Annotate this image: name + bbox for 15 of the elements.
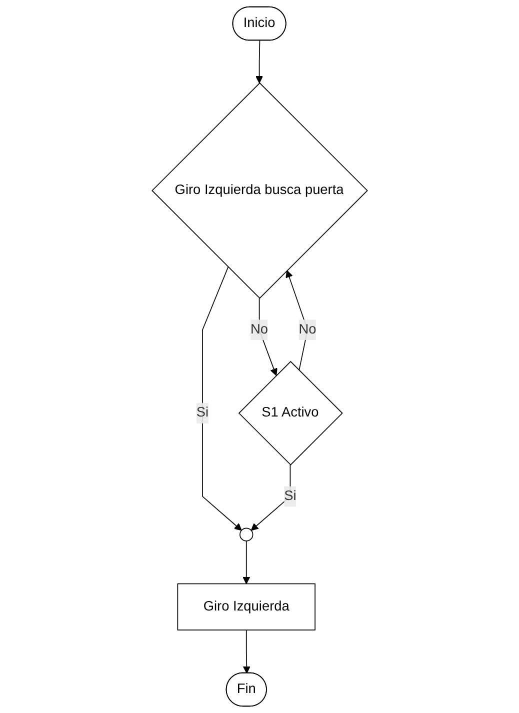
node-diamond: S1 Activo [238, 360, 343, 466]
edge-label: Si [196, 405, 208, 420]
edge-label: No [298, 322, 316, 337]
node-diamond: Giro Izquierda busca puerta [151, 82, 368, 299]
edge-label: Si [284, 488, 296, 504]
arrow [242, 540, 250, 584]
edge-label: No [250, 322, 268, 337]
node-box: Giro Izquierda [177, 583, 316, 630]
arrow [242, 630, 250, 674]
arrow [258, 298, 278, 376]
arrow [202, 266, 242, 531]
node-circle [239, 528, 253, 542]
arrow [255, 40, 263, 84]
arrow [285, 270, 308, 371]
arrow [250, 464, 290, 531]
